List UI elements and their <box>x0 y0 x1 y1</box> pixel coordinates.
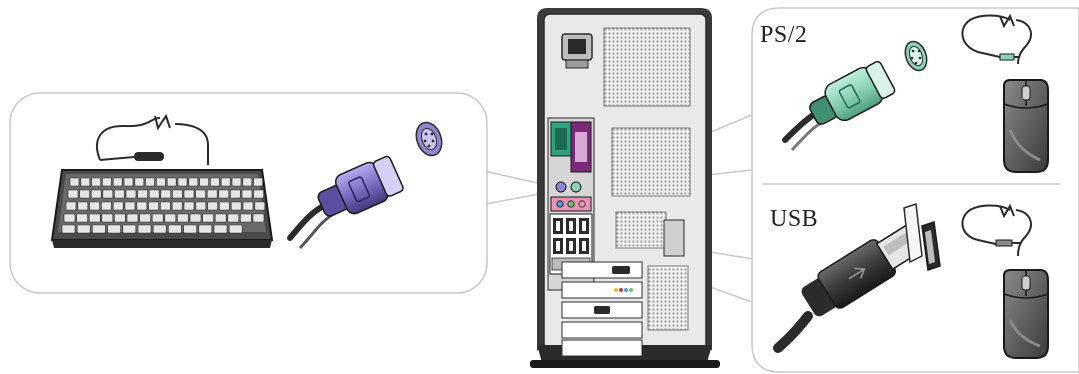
ps2-label: PS/2 <box>760 22 807 49</box>
computer-tower-icon <box>530 8 720 368</box>
usb-label: USB <box>770 206 818 233</box>
